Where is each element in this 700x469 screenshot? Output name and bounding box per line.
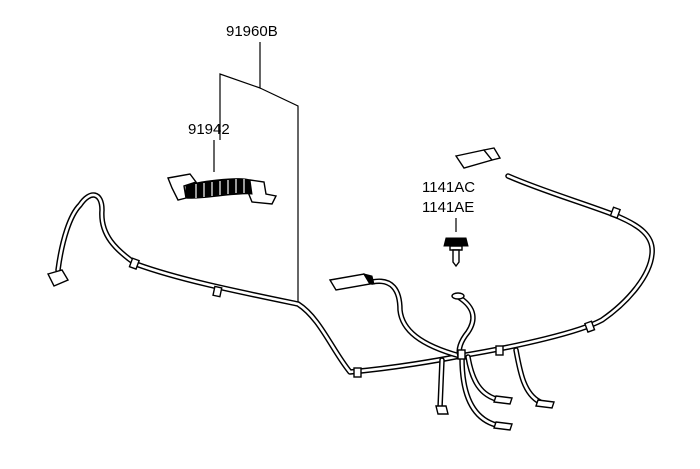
label-1141ac: 1141AC	[422, 179, 475, 196]
connector-drop-1	[435, 405, 449, 415]
leader-91960b	[219, 42, 299, 306]
connector-drop-4	[535, 399, 555, 409]
label-91942: 91942	[188, 121, 230, 138]
ground-branch	[456, 295, 476, 359]
connector-drop-3	[493, 395, 513, 405]
connector-middle	[328, 273, 375, 291]
connector-left	[46, 269, 70, 287]
label-1141ae: 1141AE	[422, 199, 474, 216]
harness-clips	[128, 206, 622, 378]
main-harness	[55, 173, 655, 375]
label-91960b: 91960B	[226, 23, 278, 40]
bolt-1141ac	[443, 237, 469, 268]
connector-drop-2	[493, 421, 513, 431]
ground-terminal	[451, 292, 465, 300]
drop-branches	[437, 347, 543, 429]
resistor-91942	[167, 173, 278, 205]
middle-branch	[369, 278, 463, 359]
connector-top-right	[454, 147, 502, 169]
